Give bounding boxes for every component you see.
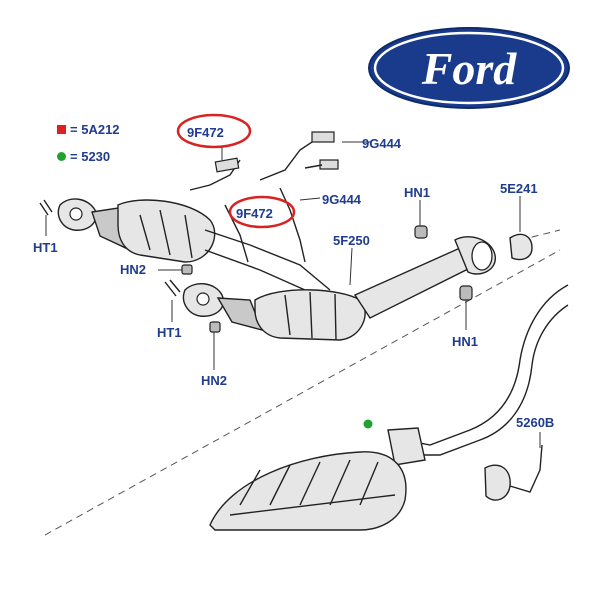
frame-dashed-line	[44, 249, 561, 536]
leader-lines	[45, 141, 541, 448]
callout-hn2-upper: HN2	[120, 262, 146, 277]
stud-ht1-lower	[164, 279, 181, 297]
highlight-ring-lower	[228, 195, 296, 229]
callout-hn1-lower: HN1	[452, 334, 478, 349]
highlight-ring-upper	[176, 113, 252, 149]
legend-label-red: = 5A212	[70, 122, 120, 137]
callout-5260b: 5260B	[516, 415, 554, 430]
nut-hn2-lower	[209, 321, 221, 333]
oxygen-sensors	[189, 131, 339, 263]
green-dot-icon	[57, 152, 66, 161]
upper-catalytic-converter	[57, 198, 331, 291]
ford-logo-text: Ford	[421, 43, 518, 94]
callout-9g444-upper: 9G444	[362, 136, 402, 151]
callout-9f472-lower: 9F472	[236, 206, 273, 221]
hanger-hn1-upper	[414, 225, 428, 239]
stud-ht1-left	[39, 199, 53, 216]
bracket-5260b	[484, 464, 511, 501]
hanger-hn1-lower	[459, 285, 473, 301]
callout-hn2-lower: HN2	[201, 373, 227, 388]
hardware	[39, 199, 533, 333]
rear-exhaust-section	[209, 284, 569, 531]
main-y-pipe	[353, 236, 496, 319]
red-square-icon	[57, 125, 66, 134]
callout-ht1-left: HT1	[33, 240, 58, 255]
lower-catalytic-converter	[182, 283, 366, 341]
callout-hn1-upper: HN1	[404, 185, 430, 200]
callout-5e241: 5E241	[500, 181, 538, 196]
legend: = 5A212 = 5230	[57, 122, 120, 164]
ford-logo: Ford	[368, 27, 570, 109]
legend-label-green: = 5230	[70, 149, 110, 164]
callout-9g444-lower: 9G444	[322, 192, 362, 207]
clamp-5e241	[509, 233, 533, 261]
callout-9f472-upper: 9F472	[187, 125, 224, 140]
nut-hn2-upper	[181, 264, 193, 275]
green-dot-marker-icon	[363, 419, 373, 429]
callout-5f250: 5F250	[333, 233, 370, 248]
callout-ht1-lower: HT1	[157, 325, 182, 340]
